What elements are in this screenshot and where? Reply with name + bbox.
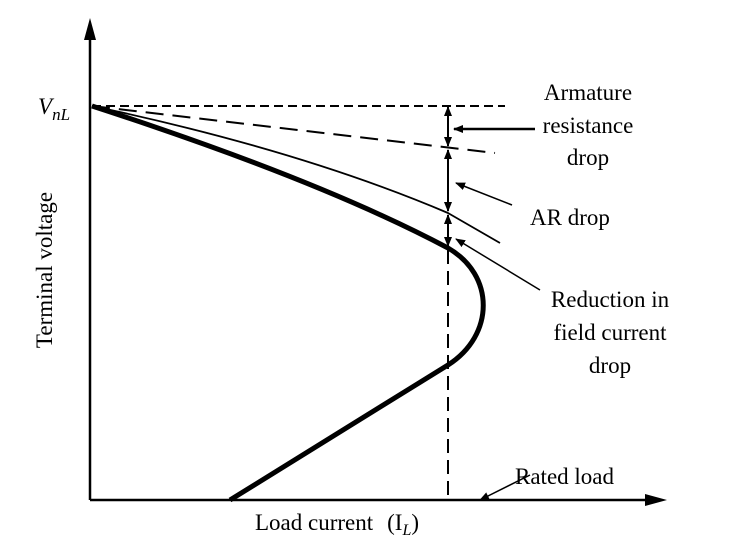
armature-label-line2: resistance (543, 113, 634, 138)
y-axis-label: Terminal voltage (32, 192, 57, 348)
rated-load-label: Rated load (515, 464, 614, 489)
x-axis-label: Load current(IL) (255, 510, 419, 539)
reduction-label-line3: drop (589, 353, 631, 378)
armature-label-line3: drop (567, 145, 609, 170)
ar-drop-label: AR drop (530, 205, 610, 230)
vnl-label: VnL (38, 94, 70, 124)
reduction-label-line2: field current (553, 320, 667, 345)
y-axis-arrow-icon (84, 18, 96, 40)
armature-resistance-line (91, 105, 496, 154)
rated-load-leader-arrow-icon (479, 474, 531, 501)
armature-label-line1: Armature (544, 80, 632, 105)
reduction-leader-arrow-icon (455, 238, 541, 291)
reduction-label-line1: Reduction in (551, 287, 670, 312)
terminal-characteristic-curve (91, 103, 486, 503)
ar-leader-arrow-icon (455, 182, 513, 206)
x-axis-arrow-icon (645, 494, 667, 506)
armature-reaction-curve (91, 105, 501, 244)
